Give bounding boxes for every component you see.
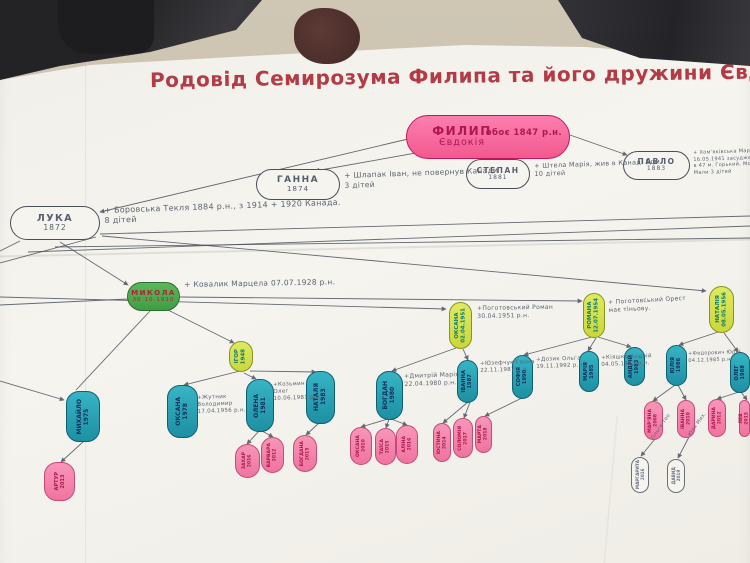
node-label: ЛУКА (36, 212, 74, 224)
node-label: ОКСАНА 2010 (355, 435, 367, 457)
tree-node-c11: МАР'ЯНА 2008 (644, 401, 663, 440)
node-label: ФИЛИП (432, 124, 492, 139)
tree-node-c8: ЮСТИНА 2014 (433, 423, 451, 462)
node-sublabel: 1874 (286, 184, 310, 194)
tree-node-b4: НАТАЛЯ 1983 (306, 371, 335, 424)
node-label: НАТАЛІЯ 08.05.1956 (714, 292, 728, 327)
tree-node-b6: ІВАННА 1987 (457, 360, 478, 403)
node-label: БОГДАН 1980 (382, 381, 397, 410)
node-label: ОЛЕГ 1988 (733, 364, 746, 381)
tree-node-a3: НАТАЛІЯ 08.05.1956 (709, 286, 734, 333)
tree-node-c5: ОКСАНА 2010 (350, 427, 372, 465)
node-label: ДАРИНА 2012 (711, 406, 723, 430)
node-label: АРТУР 2013 (53, 472, 66, 491)
tree-node-b2: ОКСАНА 1978 (167, 385, 198, 438)
node-label: ДАВИД 2019 (670, 467, 681, 485)
node-label: ПАВЛО (637, 157, 676, 167)
tree-node-c6: ТАЇСА 2015 (375, 428, 396, 465)
node-label: ГАННА (276, 174, 320, 185)
annotation-luka-spouse: + Боровська Текля 1884 р.н., з 1914 + 19… (104, 197, 341, 226)
tree-node-c7: АЛІНА 2016 (396, 425, 418, 464)
tree-node-b7: СОФІЯ 1990 (512, 355, 533, 399)
tree-node-b5: БОГДАН 1980 (376, 371, 403, 420)
tree-node-c3: ВАРВАРА 2012 (261, 437, 284, 473)
node-label: ОЛЕНА 1981 (252, 393, 267, 418)
node-label: ІВАННА 2010 (680, 408, 692, 429)
node-label: ОКСАНА 1978 (175, 397, 190, 426)
node-label: РОМАНА 12.07.1954 (587, 298, 600, 333)
node-label: ЛЕВ 2015 (739, 412, 750, 425)
node-label: ЮСТИНА 2014 (436, 430, 448, 455)
node-sublabel: Євдокія (438, 137, 486, 149)
tree-node-a0: ІГОР 1948 (229, 341, 253, 372)
node-label: АЛІНА 2016 (401, 436, 413, 453)
tree-node-b3: ОЛЕНА 1981 (246, 379, 274, 432)
tree-node-c10: МАРТА 2018 (475, 416, 492, 453)
node-label: ТАЇСА 2015 (380, 438, 391, 455)
node-label: ЮЛІЯ 1986 (670, 357, 683, 374)
tree-node-c9: СОЛОМІЯ 2017 (453, 418, 473, 458)
node-label: ЗАХАР 2016 (242, 452, 253, 470)
node-sublabel: 30.10.1910 (132, 297, 175, 304)
tree-node-b9: АНДРІЙ 1983 (624, 347, 645, 386)
tree-node-d1: МАРГАРИТА 2016 (631, 457, 649, 493)
annotation-pavlo-spouse: + Хом'яківська Марія, жив в Кан.16.05.19… (693, 147, 750, 176)
node-sublabel: 1883 (646, 165, 667, 173)
tree-node-b10: ЮЛІЯ 1986 (666, 345, 687, 386)
tree-node-c1: АРТУР 2013 (44, 462, 75, 501)
tree-node-c2: ЗАХАР 2016 (235, 444, 260, 478)
node-label: ОКСАНА 02.04.1951 (453, 308, 467, 343)
node-label: МАРТА 2018 (478, 425, 489, 444)
node-sublabel: 1872 (43, 223, 67, 233)
tree-node-a2: РОМАНА 12.07.1954 (583, 293, 605, 338)
node-label: БОГДАНА 2015 (299, 440, 311, 467)
tree-node-c13: ДАРИНА 2012 (708, 399, 726, 437)
paper-crease-vertical (85, 62, 87, 563)
node-sublabel: 1881 (488, 173, 508, 181)
node-side-note: обоє 1847 р.н. (485, 128, 562, 138)
node-label: СОЛОМІЯ 2017 (457, 425, 469, 451)
tree-node-b1: МИХАЙЛО 1975 (66, 391, 100, 442)
tree-node-d2: ДАВИД 2019 (667, 459, 685, 493)
hand (294, 8, 360, 64)
node-label: МАРГАРИТА 2016 (634, 460, 645, 490)
tree-node-a1: ОКСАНА 02.04.1951 (449, 302, 472, 349)
node-label: ІВАННА 1987 (461, 370, 474, 393)
tree-node-c14: ЛЕВ 2015 (739, 400, 750, 437)
node-label: МИХАЙЛО 1975 (75, 398, 90, 435)
node-label: ВАРВАРА 2012 (267, 442, 278, 468)
tree-node-c4: БОГДАНА 2015 (293, 435, 317, 472)
node-label: МИКОЛА (131, 288, 176, 297)
node-label: ІГОР 1948 (234, 348, 247, 365)
jacket-collar (58, 0, 154, 54)
annotation-mykola-spouse: + Ковалик Марцела 07.07.1928 р.н. (184, 277, 336, 289)
node-label: СТЕПАН (476, 165, 520, 175)
